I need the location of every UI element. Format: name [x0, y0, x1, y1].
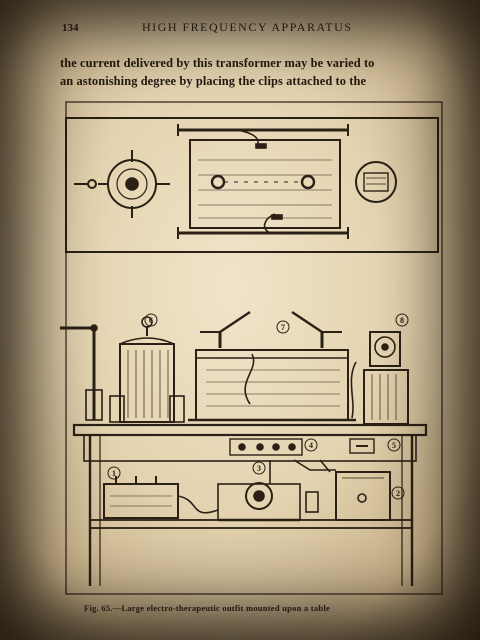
running-head-title: HIGH FREQUENCY APPARATUS: [142, 20, 353, 34]
body-text-line-2: an astonishing degree by placing the cli…: [60, 74, 367, 88]
callout-8: 8: [400, 316, 404, 325]
page-number: 134: [62, 22, 79, 34]
callout-4: 4: [309, 441, 313, 450]
running-header: 134 HIGH FREQUENCY APPARATUS: [62, 20, 422, 38]
callout-6: 6: [149, 316, 153, 325]
callout-2: 2: [396, 489, 400, 498]
callout-markers: [107, 313, 409, 500]
apparatus-drawing: 6 7 8 4 5 1 3 2: [60, 101, 443, 595]
top-plan-panel: [65, 117, 439, 253]
body-text-line-1: the current delivered by this transforme…: [60, 56, 375, 70]
callout-7: 7: [281, 323, 285, 332]
callout-5: 5: [392, 441, 396, 450]
table-elevation: [60, 311, 428, 586]
figure-frame: [65, 101, 443, 595]
figure-caption: Fig. 65.—Large electro-therapeutic outfi…: [84, 603, 330, 613]
figure-65-illustration: 6 7 8 4 5 1 3 2: [60, 100, 450, 600]
callout-1: 1: [112, 469, 116, 478]
callout-3: 3: [257, 464, 261, 473]
